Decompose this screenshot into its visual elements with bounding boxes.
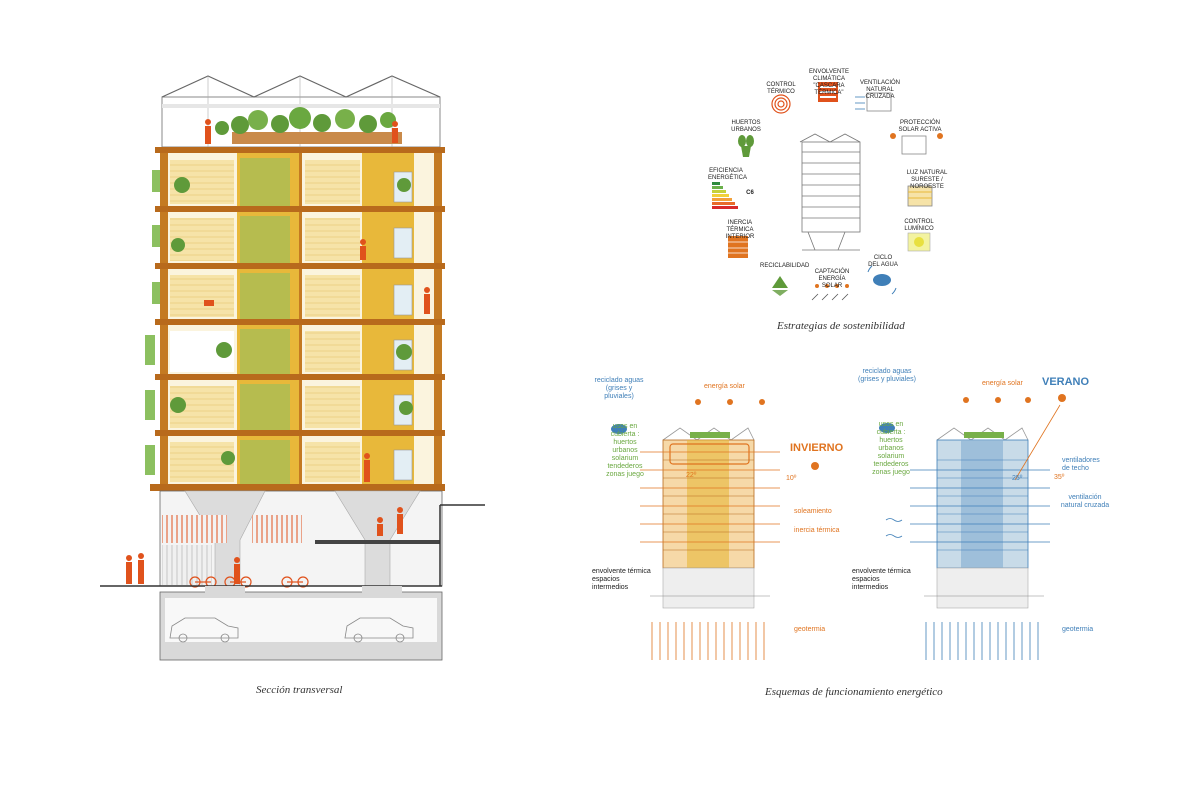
winter-usos-line: huertos urbanos	[612, 439, 638, 454]
winter-usos-line: tendederos	[607, 463, 643, 470]
winter-usos: usos en cubierta : huertos urbanos solar…	[600, 423, 650, 479]
caption-strategies: Estrategias de sostenibilidad	[777, 320, 905, 332]
summer-scheme	[879, 394, 1066, 660]
strategy-label-luz: LUZ NATURAL SURESTE / NOROESTE	[906, 170, 948, 190]
winter-sun-icons	[695, 399, 819, 470]
envelope-icon	[818, 82, 838, 102]
daylight-icon	[907, 185, 933, 207]
strategy-label-captacion: CAPTACIÓN ENERGÍA SOLAR	[814, 269, 850, 289]
thermal-mass-icon	[728, 236, 748, 258]
energy-rating-value: C6	[746, 190, 754, 196]
summer-envolvente: envolvente térmica espacios intermedios	[852, 568, 911, 591]
strategy-label-agua: CICLO DEL AGUA	[868, 255, 898, 268]
winter-usos-line: solarium	[611, 455, 639, 462]
strategy-label-huertos: HUERTOS URBANOS	[731, 120, 761, 133]
roof-people	[205, 119, 398, 144]
summer-temp-in: 25º	[1012, 475, 1023, 482]
strategy-label-control-termico: CONTROL TÉRMICO	[766, 82, 796, 95]
energy-rating-icon	[712, 182, 738, 209]
summer-usos-line: solarium	[877, 453, 905, 460]
floor-interiors	[145, 158, 413, 484]
strategy-label-eficiencia: EFICIENCIA ENERGÉTICA	[708, 168, 748, 181]
strategy-label-ventilacion: VENTILACIÓN NATURAL CRUZADA	[859, 80, 900, 100]
summer-reciclado: reciclado aguas (grises y pluviales)	[858, 368, 916, 383]
strategy-label-proteccion: PROTECCIÓN SOLAR ACTIVA	[898, 120, 942, 133]
summer-usos-line: huertos urbanos	[878, 437, 904, 452]
strategy-label-control-luminico: CONTROL LUMÍNICO	[904, 219, 934, 232]
strategy-label-inercia: INERCIA TÉRMICA INTERIOR	[725, 220, 755, 240]
solar-panel-icon	[811, 284, 849, 301]
basement-parking	[159, 586, 443, 661]
summer-sun-icons	[963, 394, 1066, 403]
summer-rain-cloud-icon	[879, 423, 895, 433]
strategy-label-reciclabilidad: RECICLABILIDAD	[760, 263, 810, 269]
summer-energia-solar: energía solar	[982, 380, 1023, 387]
wind-swirl-icons	[885, 518, 903, 538]
ground-floor	[159, 490, 485, 587]
caption-section: Sección transversal	[256, 684, 343, 696]
summer-ventilacion: ventilación natural cruzada	[1060, 494, 1110, 509]
roof-garden	[215, 107, 402, 144]
winter-soleamiento: soleamiento	[794, 508, 832, 515]
bulb-icon	[907, 232, 931, 252]
winter-energia-solar: energía solar	[704, 383, 745, 390]
summer-geotermia: geotermia	[1062, 626, 1094, 633]
winter-temp-out: 10º	[786, 475, 797, 482]
summer-usos-line: usos en cubierta :	[876, 421, 906, 436]
summer-usos-line: tendederos	[873, 461, 909, 468]
winter-reciclado: reciclado aguas (grises y pluviales)	[594, 377, 644, 400]
summer-usos-line: zonas juego	[872, 469, 910, 476]
resident-figures	[204, 239, 430, 482]
winter-rain-cloud-icon	[611, 424, 627, 434]
ground-figures	[126, 507, 403, 584]
strategies-center-building	[799, 133, 861, 251]
summer-ventiladores: ventiladores de techo	[1062, 457, 1100, 472]
target-icon	[771, 94, 791, 114]
wind-icon	[855, 92, 892, 112]
winter-usos-line: zonas juego	[606, 471, 644, 478]
winter-scheme	[611, 399, 819, 660]
winter-usos-line: usos en cubierta :	[610, 423, 640, 438]
summer-usos: usos en cubierta : huertos urbanos solar…	[866, 421, 916, 477]
caption-energy: Esquemas de funcionamiento energético	[765, 686, 943, 698]
winter-title: INVIERNO	[790, 442, 844, 454]
sun-shade-icon	[890, 133, 943, 155]
winter-temp-in: 22º	[686, 472, 697, 479]
winter-inercia: inercia térmica	[794, 527, 840, 534]
winter-envolvente: envolvente térmica espacios intermedios	[592, 568, 651, 591]
floor-slabs	[150, 147, 445, 491]
summer-temp-out: 35º	[1054, 474, 1065, 481]
plant-pot-icon	[738, 135, 754, 157]
strategy-icons	[712, 82, 943, 301]
winter-geotermia: geotermia	[794, 626, 826, 633]
strategy-label-envolvente: ENVOLVENTE CLIMÁTICA "CASCARA TÉRMICA"	[809, 69, 849, 96]
recycle-icon	[772, 276, 788, 296]
rain-cloud-icon	[867, 265, 897, 295]
summer-title: VERANO	[1042, 376, 1090, 388]
